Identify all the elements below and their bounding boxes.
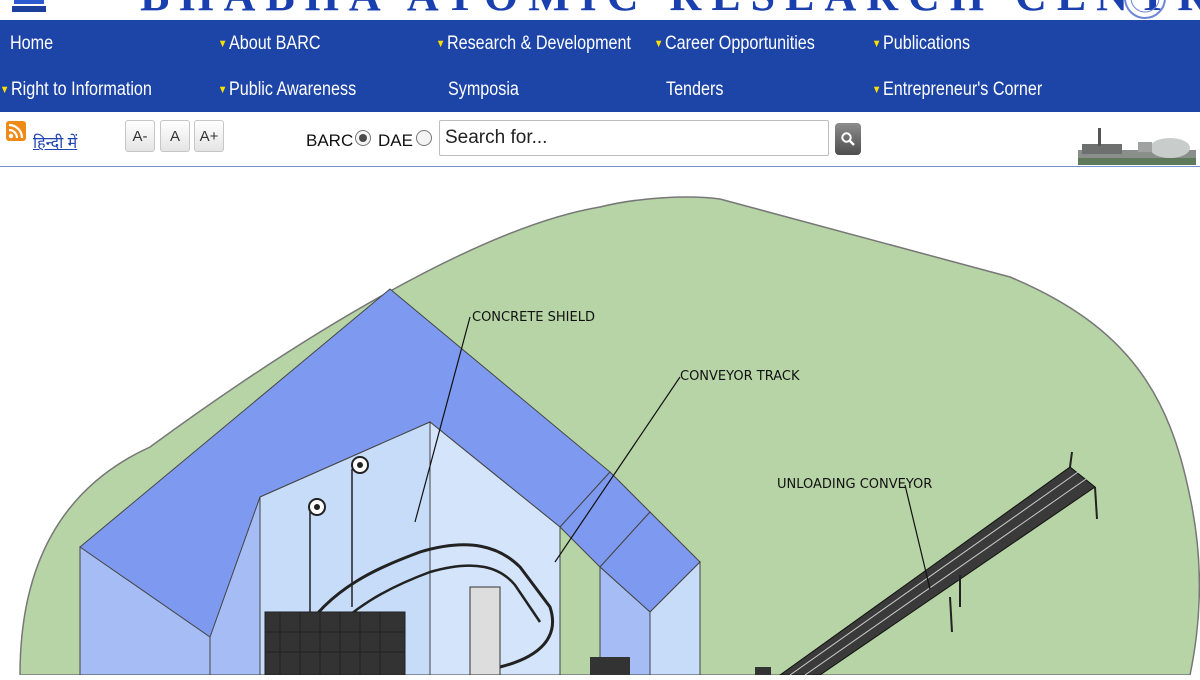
scope-barc-label: BARC xyxy=(306,131,354,150)
font-reset-button[interactable]: A xyxy=(160,120,190,152)
emblem-logo xyxy=(1124,0,1166,19)
nav-public-awareness[interactable]: ▼ Public Awareness xyxy=(218,79,357,100)
nav-home[interactable]: Home xyxy=(10,33,54,54)
irradiator-diagram: CONCRETE SHIELD CONVEYOR TRACK UNLOADING… xyxy=(0,167,1200,678)
site-title: BHABHA ATOMIC RESEARCH CENTRE xyxy=(140,0,1200,20)
main-nav: Home ▼ About BARC ▼ Research & Developme… xyxy=(0,20,1200,112)
building-image xyxy=(1078,128,1196,165)
nav-tenders[interactable]: Tenders xyxy=(666,79,724,100)
dropdown-arrow-icon: ▼ xyxy=(872,38,882,50)
nav-right-to-information[interactable]: ▼ Right to Information xyxy=(0,79,152,100)
nav-career-opportunities[interactable]: ▼ Career Opportunities xyxy=(654,33,815,54)
dropdown-arrow-icon: ▼ xyxy=(0,84,10,96)
search-button[interactable] xyxy=(835,123,861,155)
scope-barc-radio[interactable] xyxy=(355,130,371,146)
site-banner: BHABHA ATOMIC RESEARCH CENTRE xyxy=(0,0,1200,20)
nav-publications[interactable]: ▼ Publications xyxy=(872,33,971,54)
barc-logo[interactable] xyxy=(6,0,52,18)
scope-dae-label: DAE xyxy=(378,131,413,150)
utility-toolbar: हिन्दी में A- A A+ BARC DAE xyxy=(0,112,1200,167)
scope-dae-radio[interactable] xyxy=(416,130,432,146)
dropdown-arrow-icon: ▼ xyxy=(218,38,228,50)
dropdown-arrow-icon: ▼ xyxy=(654,38,664,50)
dropdown-arrow-icon: ▼ xyxy=(872,84,882,96)
font-increase-button[interactable]: A+ xyxy=(194,120,224,152)
nav-about-barc[interactable]: ▼ About BARC xyxy=(218,33,321,54)
nav-entrepreneurs-corner[interactable]: ▼ Entrepreneur's Corner xyxy=(872,79,1043,100)
label-conveyor-track: CONVEYOR TRACK xyxy=(680,369,800,384)
search-icon xyxy=(841,132,855,146)
hindi-language-link[interactable]: हिन्दी में xyxy=(33,135,78,152)
font-decrease-button[interactable]: A- xyxy=(125,120,155,152)
label-concrete-shield: CONCRETE SHIELD xyxy=(472,310,595,325)
dropdown-arrow-icon: ▼ xyxy=(218,84,228,96)
source-rack xyxy=(264,611,406,676)
conveyor-track xyxy=(298,543,555,669)
rss-icon[interactable] xyxy=(6,121,26,141)
label-unloading-conveyor: UNLOADING CONVEYOR xyxy=(777,477,932,492)
unloading-conveyor xyxy=(755,451,1098,676)
nav-symposia[interactable]: Symposia xyxy=(448,79,519,100)
search-input[interactable] xyxy=(439,120,829,156)
nav-research-development[interactable]: ▼ Research & Development xyxy=(436,33,631,54)
dropdown-arrow-icon: ▼ xyxy=(436,38,446,50)
